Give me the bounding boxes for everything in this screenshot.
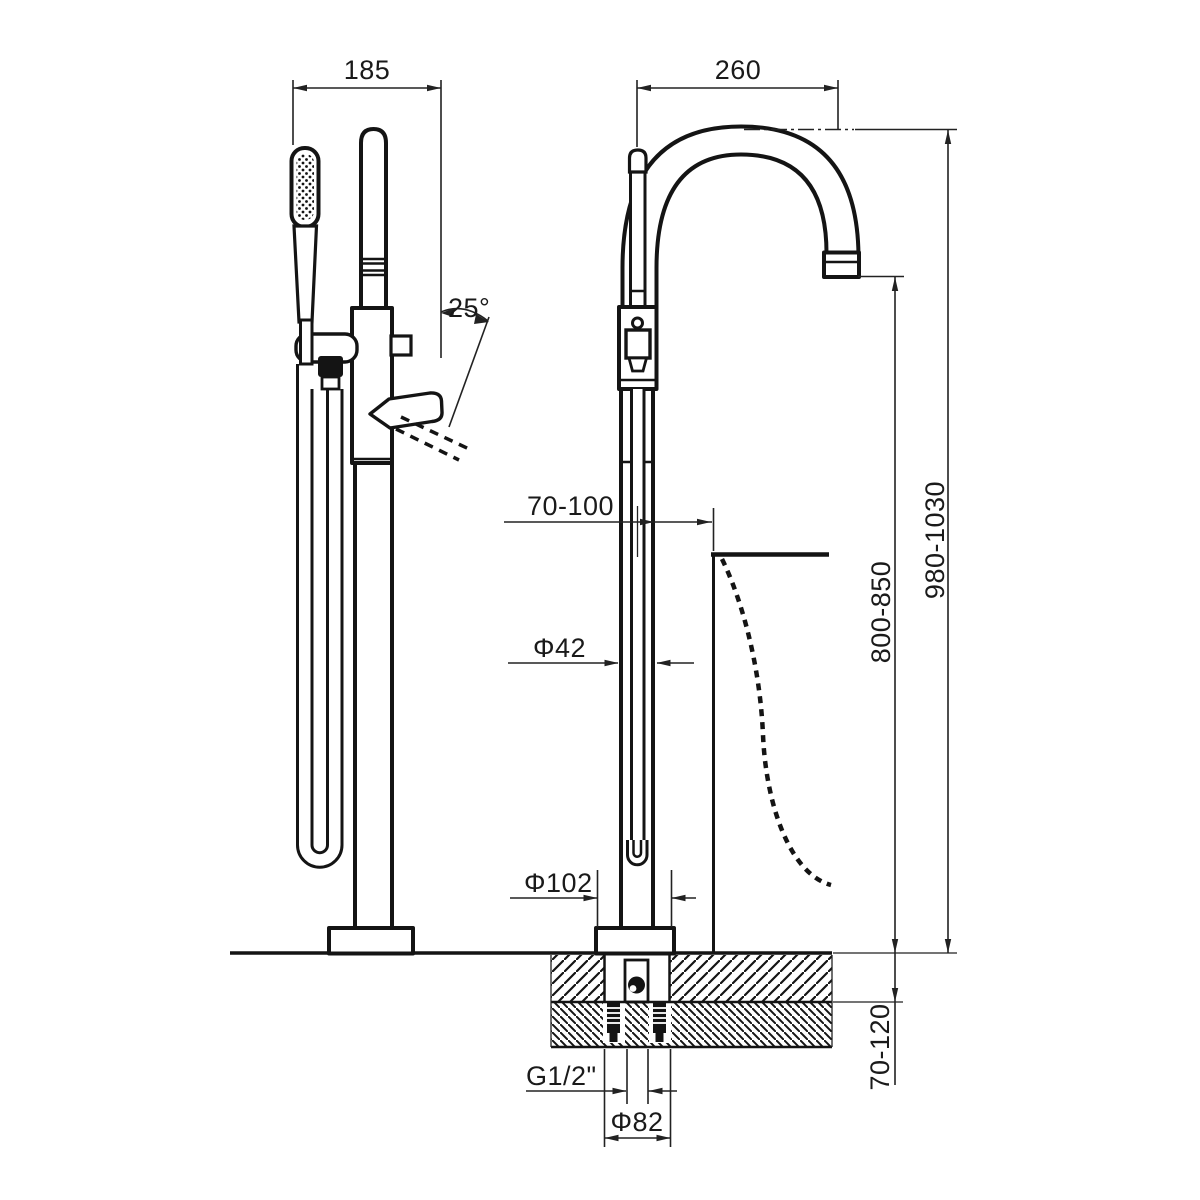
gooseneck-inner: [654, 152, 829, 312]
bathtub-outline: [711, 552, 832, 953]
body-cartridge-side: [624, 328, 652, 360]
handshower-stem: [299, 318, 314, 366]
handshower-grip: [292, 224, 319, 324]
dim-label-phi102: Φ102: [524, 868, 593, 898]
lever-rotated-dashed: [395, 427, 460, 462]
spout-outlet: [822, 250, 861, 279]
slab-upper-hatch: [551, 955, 832, 1002]
inlet-fitting: [628, 976, 645, 994]
dim-mount-depth: 70-120: [833, 952, 957, 1091]
dim-reach-260: 260: [636, 55, 839, 147]
slab-lower-hatch: [551, 1002, 832, 1047]
body-knob-side: [631, 316, 644, 330]
lever-rotated-dashed: [400, 415, 470, 451]
dim-label-260: 260: [715, 55, 762, 85]
dim-label-980-1030: 980-1030: [920, 481, 950, 599]
hose-nut: [318, 356, 343, 377]
dim-inlet-thread: G1/2": [526, 1049, 677, 1104]
handshower-face-dots: [296, 154, 314, 220]
lever-handle: [368, 391, 444, 430]
dim-label-phi42: Φ42: [533, 633, 586, 663]
hose-side-mask: [630, 389, 645, 844]
dim-label-70-100: 70-100: [527, 491, 614, 521]
body-taper-side: [627, 356, 649, 373]
dim-label-70-120: 70-120: [865, 1003, 895, 1090]
dim-overall-height: 980-1030: [744, 128, 957, 953]
right-view-faucet: [594, 124, 861, 956]
handshower-side-mask: [629, 150, 646, 307]
spout-tube-front: [359, 127, 388, 310]
dim-angle-25: 25°: [440, 293, 490, 428]
angle-leg-line: [448, 316, 490, 428]
handshower-side-cap: [627, 148, 648, 174]
dim-label-185: 185: [344, 55, 391, 85]
dim-base-diameter: Φ102: [510, 868, 696, 927]
inlet-fitting-highlight: [629, 985, 637, 992]
tub-inner-wall-dashed: [719, 558, 832, 888]
dim-label-25deg: 25°: [448, 293, 490, 323]
dim-label-g12: G1/2": [526, 1061, 597, 1091]
riser-column-front: [353, 461, 394, 930]
left-view-faucet: [289, 127, 470, 956]
diverter-knob: [389, 334, 413, 357]
hose-nut-collar: [320, 375, 341, 391]
dim-tub-offset: 70-100: [504, 491, 715, 551]
dimensions: 185 260 25° 70-100: [292, 55, 957, 1147]
anchor-bolt-left: [606, 1002, 621, 1042]
shower-hose-loop: [296, 364, 344, 869]
anchor-bolt-right: [652, 1002, 667, 1042]
hose-side-ubend: [626, 840, 649, 867]
floor-section: [230, 951, 833, 1049]
hose-side-ubend-inner: [632, 840, 643, 858]
dim-recess-diameter: Φ82: [603, 1049, 672, 1147]
dim-spout-height: 800-850: [858, 275, 904, 953]
dim-label-800-850: 800-850: [866, 561, 896, 664]
mixer-body-front: [350, 306, 394, 465]
dim-label-phi82: Φ82: [610, 1107, 663, 1137]
base-side: [594, 926, 676, 956]
base-front: [327, 926, 415, 956]
dim-column-diameter: Φ42: [508, 633, 694, 667]
